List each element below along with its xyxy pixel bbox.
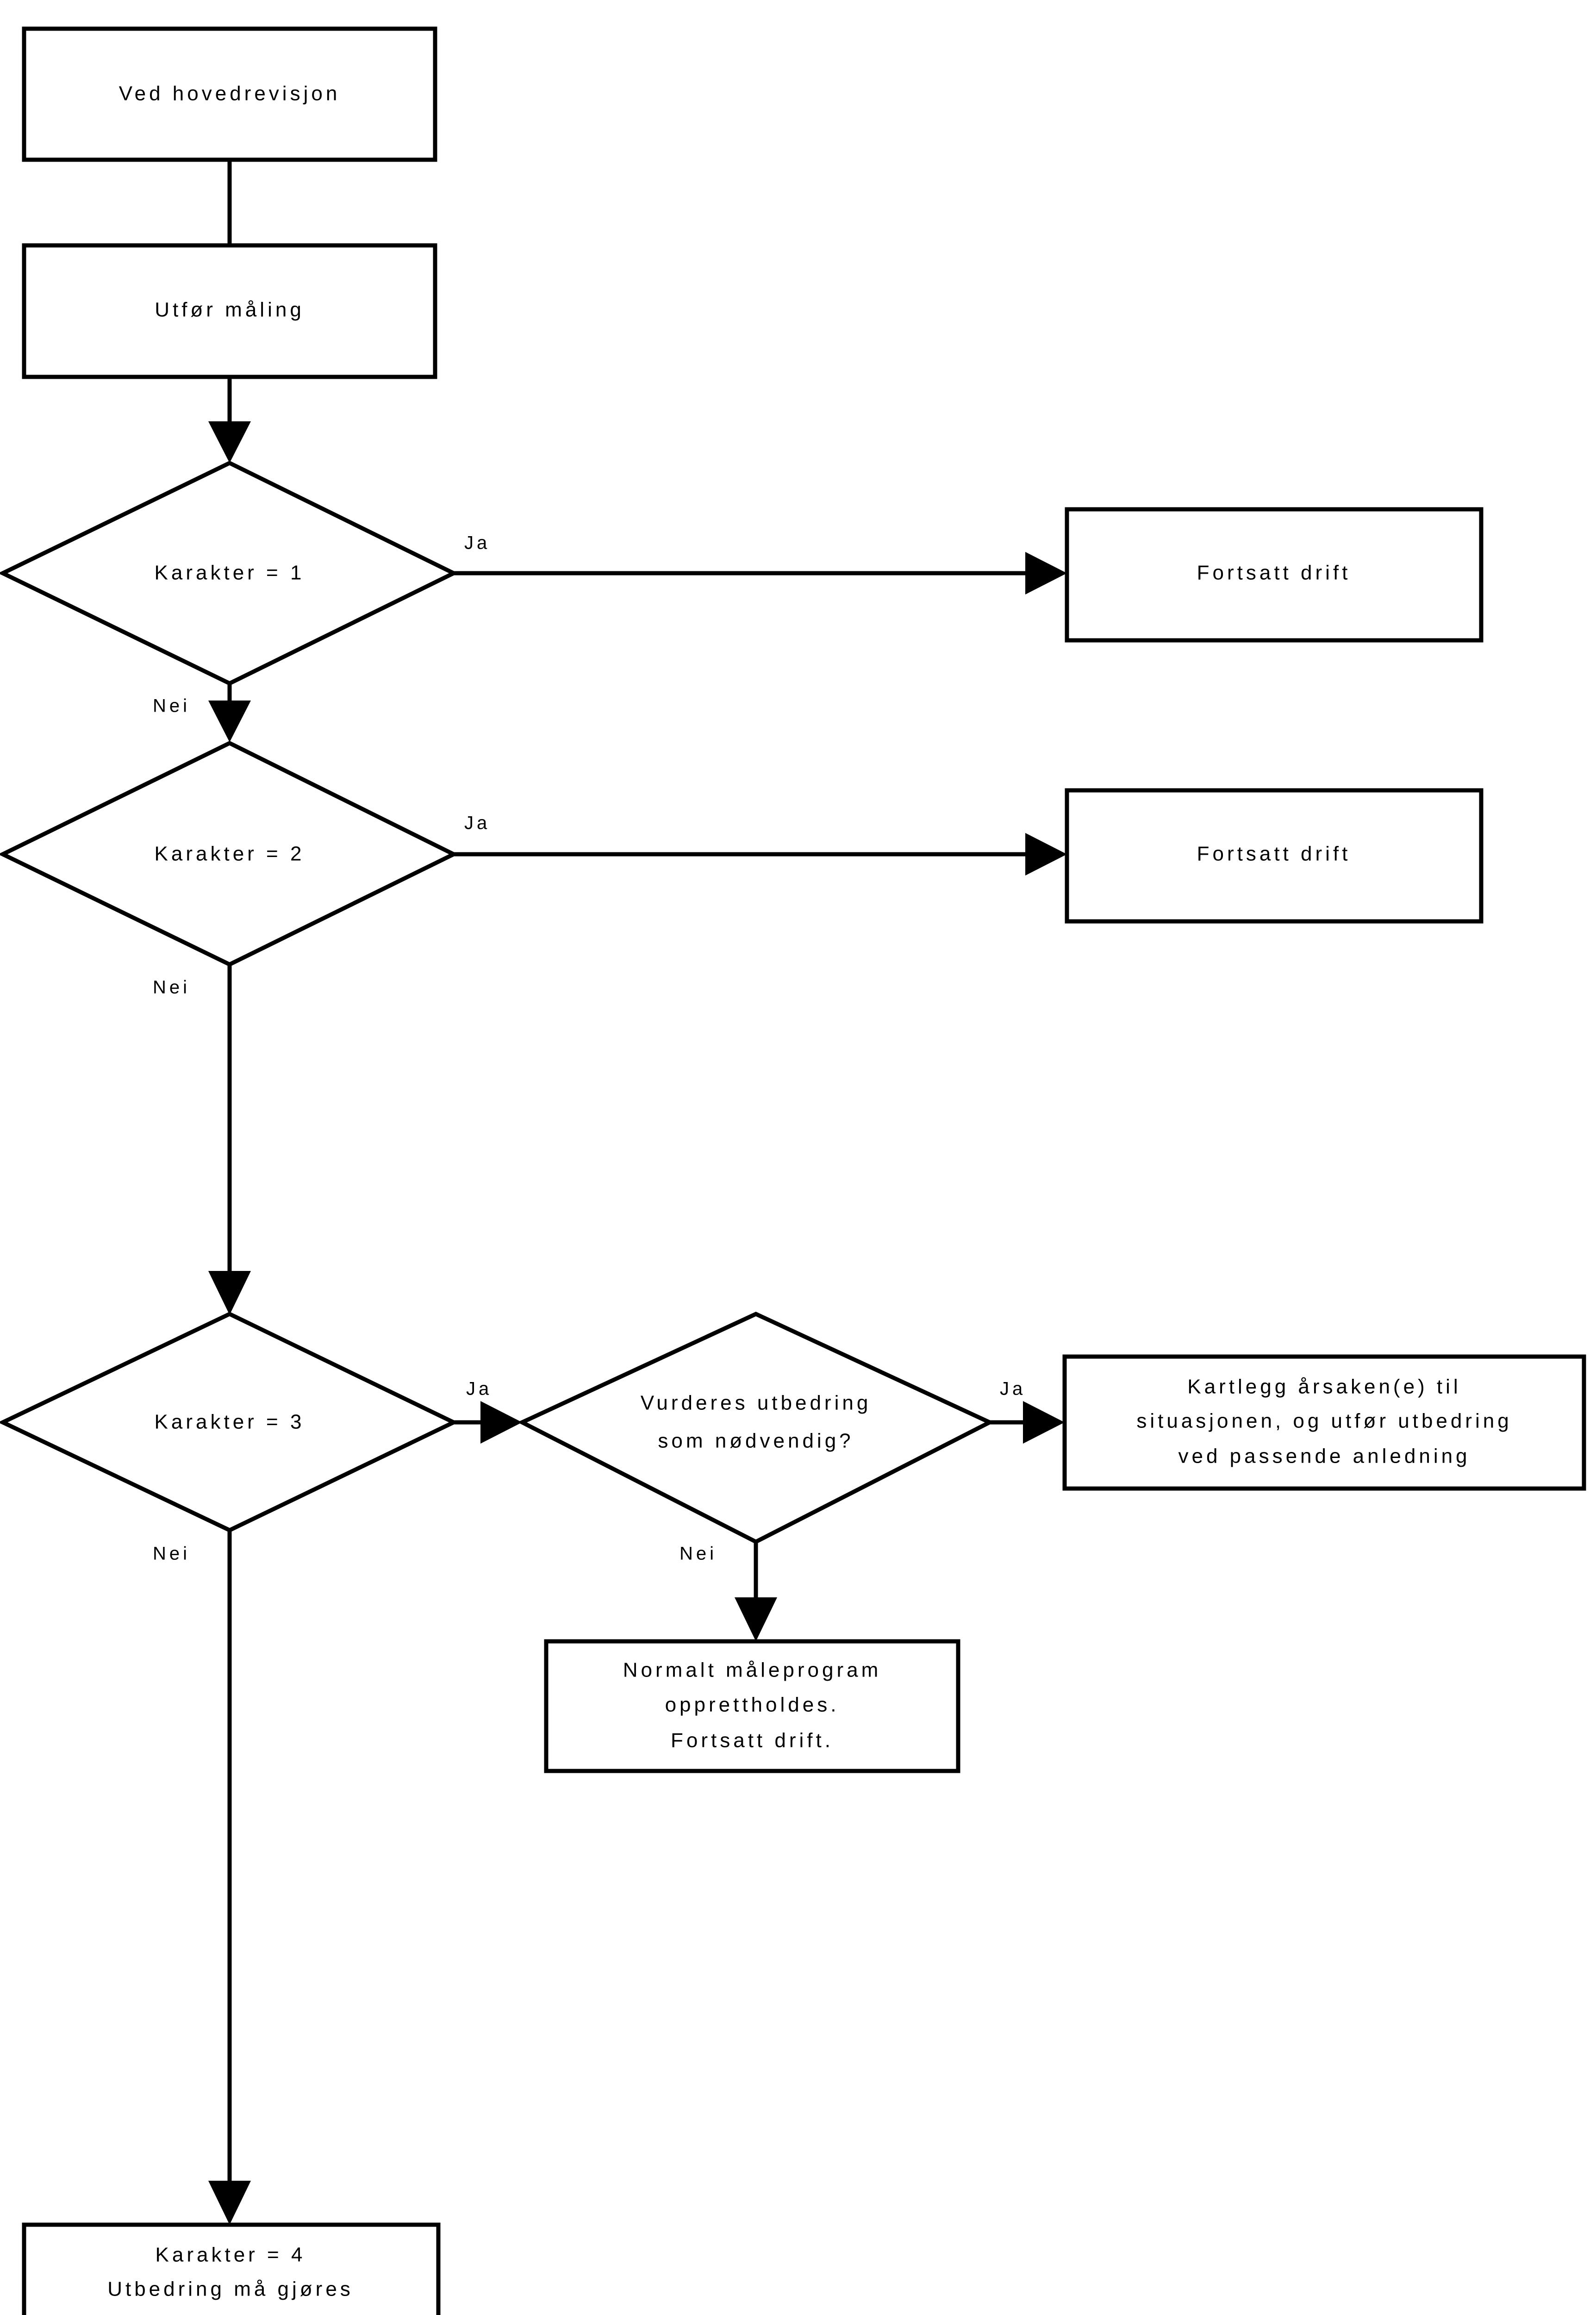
arrow-head-icon bbox=[208, 2181, 251, 2225]
node-normalt-maleprogram[interactable]: Normalt måleprogram opprettholdes. Forts… bbox=[544, 1639, 960, 1773]
edge-grade2-no-to-grade3 bbox=[208, 947, 251, 1315]
node-label: Fortsatt drift bbox=[1197, 562, 1351, 584]
node-utfor-maling[interactable]: Utfør måling bbox=[22, 243, 437, 379]
node-fortsatt-drift-1[interactable]: Fortsatt drift bbox=[1065, 507, 1484, 643]
arrow-head-icon bbox=[1025, 552, 1067, 594]
edge-label-ja-3: Ja bbox=[466, 1379, 492, 1399]
node-shape-rect[interactable] bbox=[22, 2222, 441, 2315]
node-ved-hovedrevisjon[interactable]: Ved hovedrevisjon bbox=[22, 26, 437, 162]
node-label: Utfør måling bbox=[155, 299, 305, 321]
edge-assess-no-to-normal-program bbox=[735, 1542, 777, 1641]
node-shape-diamond[interactable] bbox=[0, 1312, 459, 1533]
node-shape-diamond[interactable] bbox=[0, 460, 459, 686]
node-shape-rect[interactable] bbox=[1065, 788, 1484, 924]
node-shape-diamond[interactable] bbox=[517, 1312, 995, 1545]
arrow-head-icon bbox=[1025, 833, 1067, 876]
node-shape-diamond[interactable] bbox=[0, 740, 459, 967]
node-label-line3: Fortsatt drift. bbox=[671, 1729, 834, 1752]
node-vurderes-utbedring[interactable]: Vurderes utbedring som nødvendig? bbox=[517, 1312, 995, 1545]
node-shape-rect[interactable] bbox=[22, 26, 437, 162]
node-label: Karakter = 1 bbox=[155, 562, 305, 584]
node-label-line2: som nødvendig? bbox=[658, 1430, 854, 1452]
edge-grade2-yes-to-continue2 bbox=[454, 833, 1067, 876]
node-label-line1: Kartlegg årsaken(e) til bbox=[1187, 1376, 1461, 1398]
edge-label-ja-2: Ja bbox=[464, 813, 490, 833]
node-shape-rect[interactable] bbox=[1062, 1354, 1586, 1491]
edge-label-nei-3: Nei bbox=[153, 1544, 190, 1564]
arrow-head-icon bbox=[208, 421, 251, 463]
edge-label-nei-1: Nei bbox=[153, 696, 190, 716]
node-karakter-3[interactable]: Karakter = 3 bbox=[0, 1312, 459, 1533]
edge-label-nei-4: Nei bbox=[680, 1544, 717, 1564]
node-label-line2: opprettholdes. bbox=[665, 1694, 840, 1716]
edge-assess-yes-to-investigate bbox=[990, 1401, 1065, 1444]
node-label: Karakter = 3 bbox=[155, 1411, 305, 1433]
edge-grade1-yes-to-continue1 bbox=[454, 552, 1067, 594]
node-shape-rect[interactable] bbox=[544, 1639, 960, 1773]
edge-label-ja-4: Ja bbox=[1000, 1379, 1026, 1399]
node-karakter-1[interactable]: Karakter = 1 bbox=[0, 460, 459, 686]
arrow-head-icon bbox=[1023, 1401, 1065, 1444]
edge-label-nei-2: Nei bbox=[153, 977, 190, 998]
edge-label-ja-1: Ja bbox=[464, 533, 490, 553]
node-shape-rect[interactable] bbox=[22, 243, 437, 379]
node-label-line3: før aggregatet idriftsettes bbox=[74, 2313, 387, 2315]
arrow-head-icon bbox=[735, 1597, 777, 1641]
node-label-line1: Vurderes utbedring bbox=[641, 1392, 872, 1414]
arrow-head-icon bbox=[208, 701, 251, 742]
edge-grade3-yes-to-assess bbox=[454, 1401, 522, 1444]
node-label: Ved hovedrevisjon bbox=[119, 82, 341, 105]
node-label-line2: Utbedring må gjøres bbox=[107, 2278, 354, 2301]
arrow-head-icon bbox=[480, 1401, 522, 1444]
node-shape-rect[interactable] bbox=[1065, 507, 1484, 643]
node-label-line2: situasjonen, og utfør utbedring bbox=[1136, 1410, 1512, 1433]
node-label-line3: ved passende anledning bbox=[1178, 1445, 1470, 1468]
node-label: Karakter = 2 bbox=[155, 843, 305, 865]
node-label: Fortsatt drift bbox=[1197, 843, 1351, 865]
arrow-head-icon bbox=[208, 1271, 251, 1315]
node-label-line1: Normalt måleprogram bbox=[623, 1659, 881, 1682]
node-karakter-4[interactable]: Karakter = 4 Utbedring må gjøres før agg… bbox=[22, 2222, 441, 2315]
node-kartlegg-arsaken[interactable]: Kartlegg årsaken(e) til situasjonen, og … bbox=[1062, 1354, 1586, 1491]
node-fortsatt-drift-2[interactable]: Fortsatt drift bbox=[1065, 788, 1484, 924]
node-karakter-2[interactable]: Karakter = 2 bbox=[0, 740, 459, 967]
node-label-line1: Karakter = 4 bbox=[156, 2244, 306, 2266]
edge-grade3-no-to-grade4 bbox=[208, 1530, 251, 2225]
